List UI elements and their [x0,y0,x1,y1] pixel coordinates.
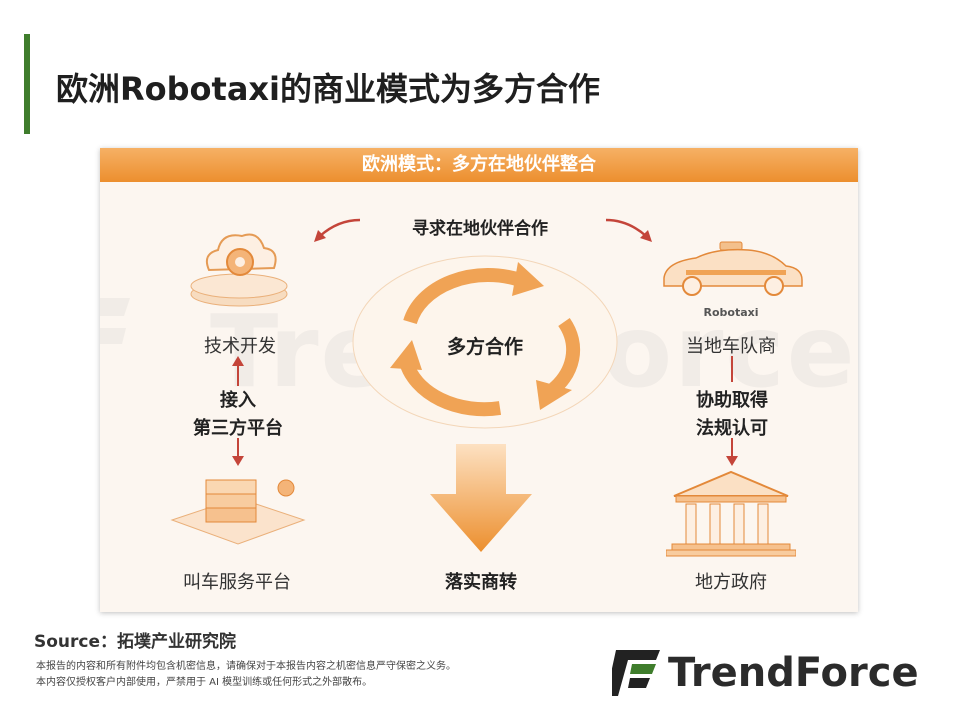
big-down-arrow-icon [430,444,532,552]
disclaimer-line2: 本内容仅授权客户内部使用，严禁用于 AI 模型训练或任何形式之外部散布。 [36,677,373,688]
trendforce-logo: TrendForce [612,648,932,698]
left-link-line2: 第三方平台 [193,418,283,439]
watermark-logo-icon [100,298,130,344]
curve-arrow-right-icon [605,218,652,242]
left-link-line1: 接入 [220,390,256,411]
tech-label: 技术开发 [204,336,276,357]
panel-header: 欧洲模式：多方在地伙伴整合 [100,148,858,182]
server-platform-icon [170,479,306,545]
arrow-down-icon [232,438,244,466]
government-building-icon [666,470,796,557]
bottom-center-text: 落实商转 [445,572,517,593]
title-accent-bar [24,34,30,134]
top-text: 寻求在地伙伴合作 [412,219,548,239]
cycle-arrows-icon [352,255,618,429]
source-text: Source：拓墣产业研究院 [34,632,237,652]
arrow-down-right-icon [726,438,738,466]
arrow-up-icon [232,356,244,386]
car-badge: Robotaxi [703,306,759,319]
right-link-line2: 法规认可 [696,418,768,439]
line-connector-icon [731,356,733,382]
trendforce-mark-icon [612,650,660,696]
center-text: 多方合作 [446,336,523,358]
logo-text: TrendForce [668,650,919,696]
disclaimer-line1: 本报告的内容和所有附件均包含机密信息，请确保对于本报告内容之机密信息严守保密之义… [36,661,456,672]
right-link-line1: 协助取得 [696,390,768,411]
page-title: 欧洲Robotaxi的商业模式为多方合作 [56,70,601,108]
car-icon [663,241,803,296]
cloud-gear-icon [190,233,288,307]
fleet-label: 当地车队商 [686,336,776,357]
curve-arrow-left-icon [314,218,361,242]
ride-label: 叫车服务平台 [183,572,291,593]
diagram-panel: 欧洲模式：多方在地伙伴整合 TrendForce 寻求在地伙伴合作 技术开发 接… [100,148,858,612]
gov-label: 地方政府 [695,572,767,593]
